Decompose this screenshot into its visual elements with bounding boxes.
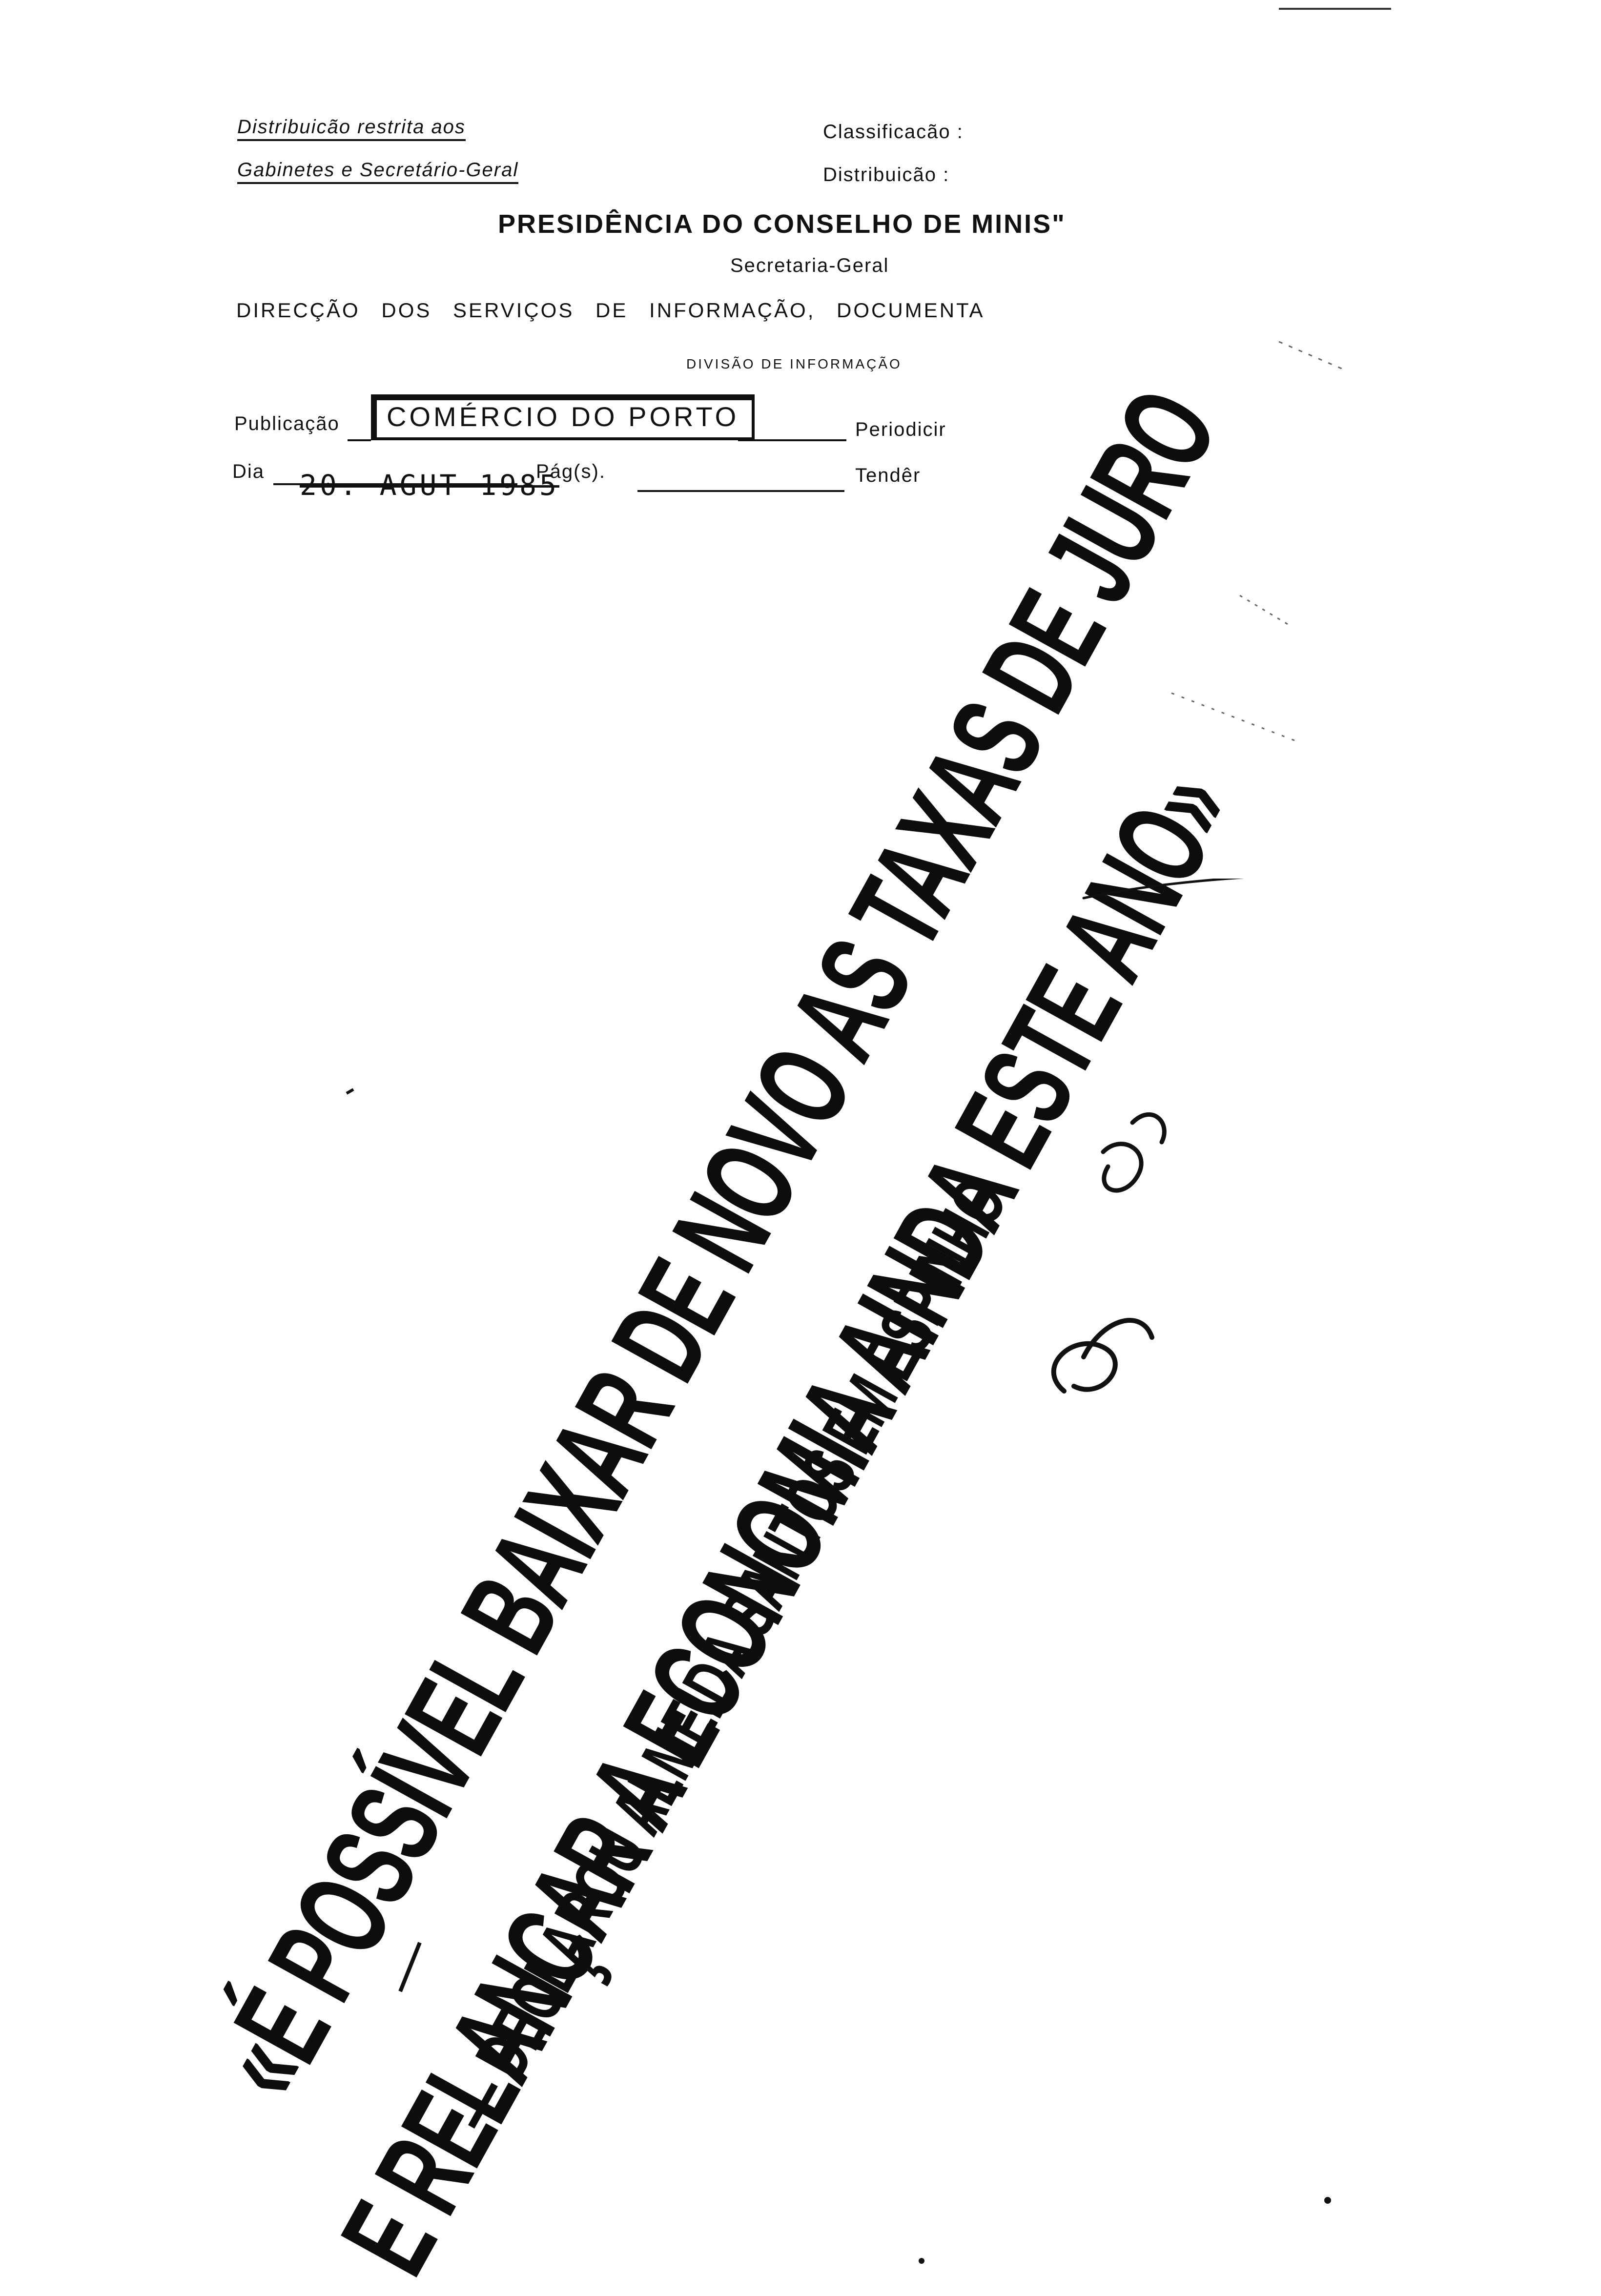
page-subtitle: Secretaria-Geral [730,255,889,276]
publicacao-underline-left [348,439,371,441]
dia-label: Dia [232,461,265,482]
direccao-line: DIRECÇÃO DOS SERVIÇOS DE INFORMAÇÃO, DOC… [236,299,985,322]
pags-underline [637,490,844,492]
date-stamp: 20. AGUT 1985 [300,469,559,502]
distribuicao-label: Distribuicão : [823,164,950,185]
restricted-distribution-line-2: Gabinetes e Secretário-Geral [237,159,519,184]
page-title: PRESIDÊNCIA DO CONSELHO DE MINIS" [498,209,1066,239]
restricted-distribution-line-1: Distribuicão restrita aos [237,116,466,141]
classificacao-label: Classificacão : [823,121,964,143]
publicacao-underline-right [738,439,846,441]
publicacao-label: Publicação [234,413,340,434]
tendencia-label: Tendêr [855,465,921,486]
pags-label: Pág(s). [536,461,606,482]
publication-stamp: COMÉRCIO DO PORTO [371,394,755,440]
handwritten-scribble [1051,879,1244,1394]
dia-underline [273,483,517,485]
divisao-line: DIVISÃO DE INFORMAÇÃO [686,356,902,371]
periodicidade-label: Periodicir [855,419,946,440]
